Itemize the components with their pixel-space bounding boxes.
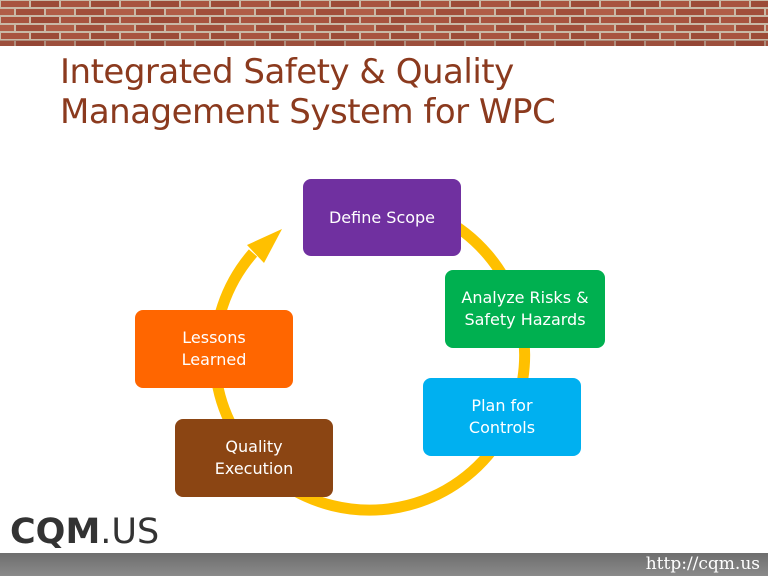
step-lessons-learned-line1: Lessons: [182, 328, 246, 347]
step-quality-execution: Quality Execution: [175, 419, 333, 497]
step-quality-execution-line1: Quality: [225, 437, 283, 456]
step-plan-controls-line2: Controls: [468, 418, 536, 437]
step-quality-execution-line2: Execution: [214, 459, 294, 478]
cycle-arrow-head: [247, 229, 282, 263]
logo-bold-text: CQM: [10, 512, 101, 552]
footer-url[interactable]: http://cqm.us: [645, 554, 760, 574]
logo-rest-text: .US: [100, 512, 160, 552]
step-lessons-learned-line2: Learned: [181, 350, 247, 369]
cqm-logo: CQM.US: [10, 510, 159, 554]
step-plan-controls-line1: Plan for: [471, 396, 533, 415]
step-analyze-risks-line1: Analyze Risks &: [461, 288, 589, 307]
step-define-scope: Define Scope: [303, 179, 461, 256]
step-analyze-risks: Analyze Risks & Safety Hazards: [445, 270, 605, 348]
step-plan-controls: Plan for Controls: [423, 378, 581, 456]
step-define-scope-label: Define Scope: [328, 207, 436, 227]
slide-title-line1: Integrated Safety & Quality: [60, 52, 514, 92]
slide-title-line2: Management System for WPC: [60, 92, 556, 132]
brick-wall-banner: [0, 0, 768, 46]
slide-title: Integrated Safety & Quality Management S…: [60, 52, 740, 132]
footer-bar: http://cqm.us: [0, 553, 768, 576]
step-analyze-risks-line2: Safety Hazards: [464, 310, 586, 329]
step-lessons-learned: Lessons Learned: [135, 310, 293, 388]
